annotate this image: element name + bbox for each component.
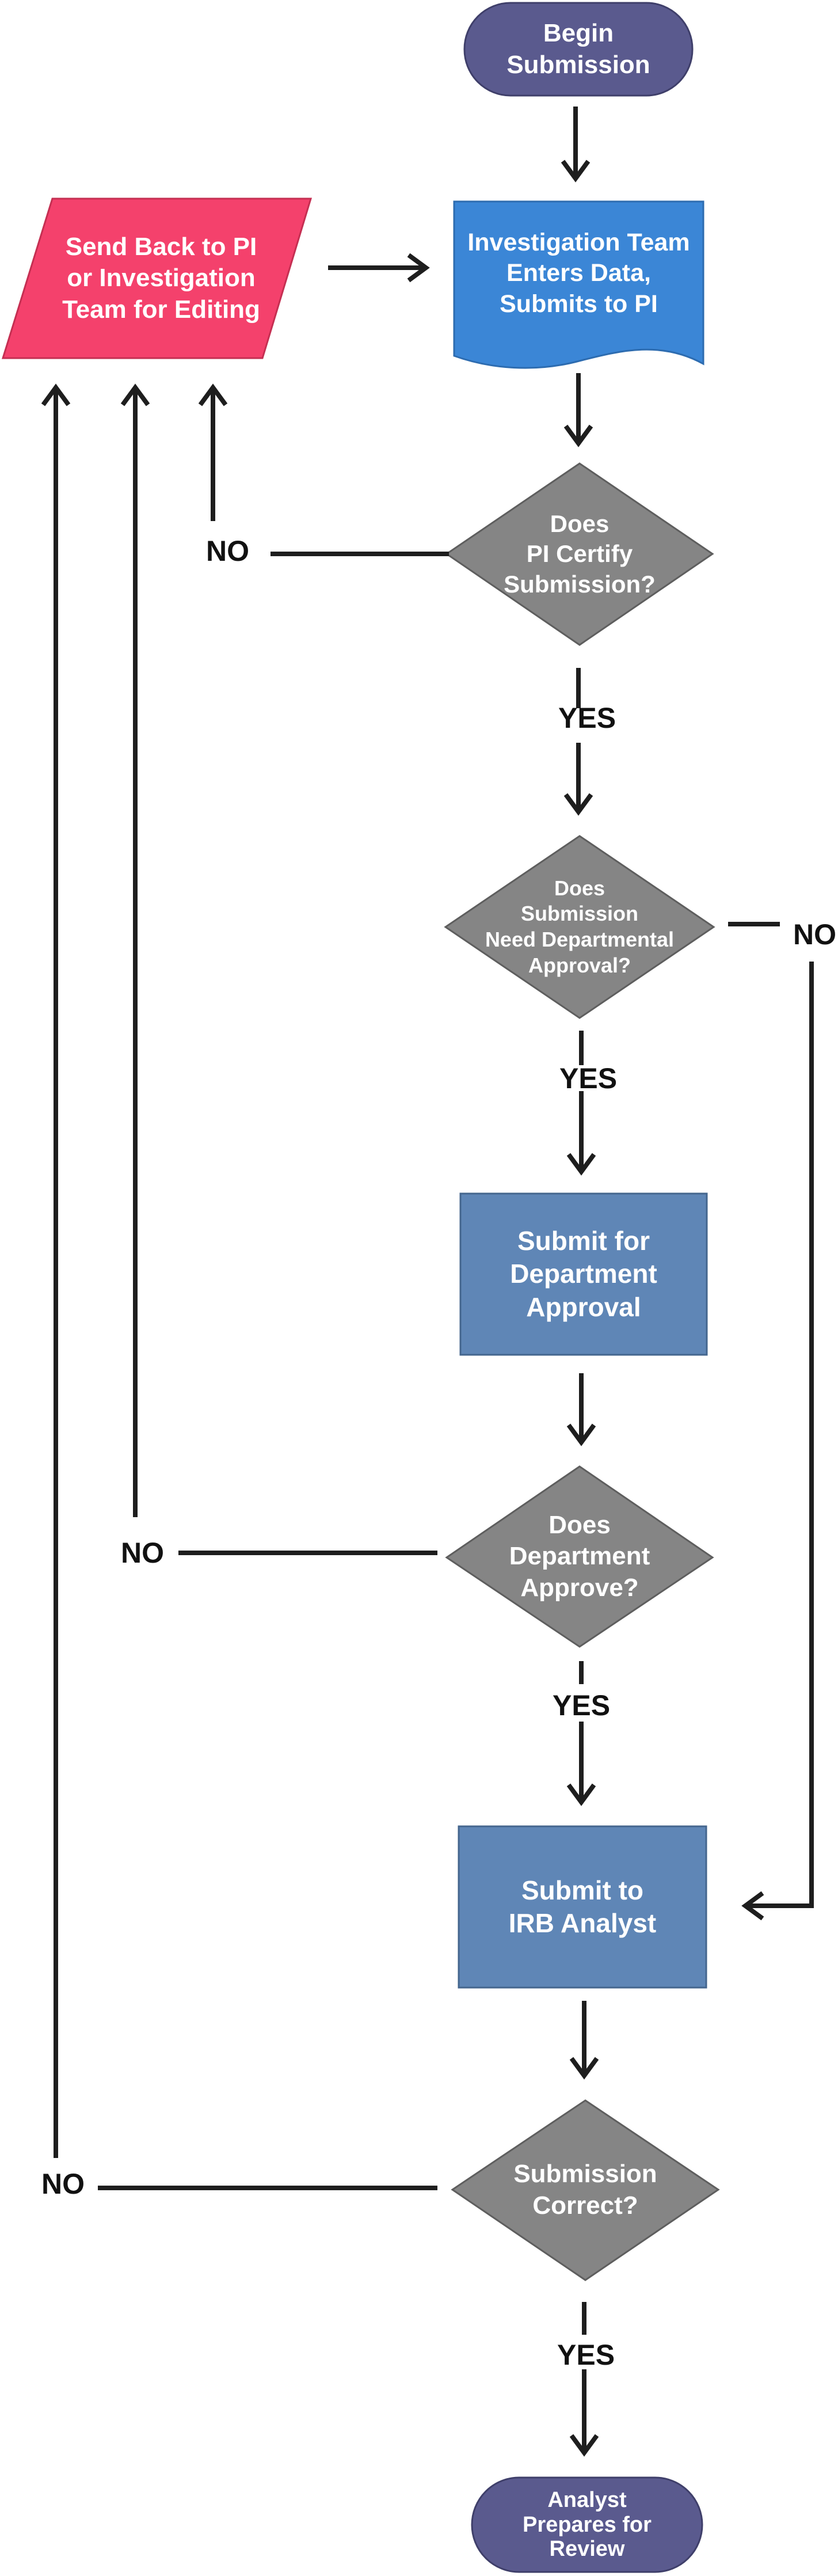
connector-lines	[54, 107, 814, 2450]
dept-approve-label: Does Department Approve?	[509, 1510, 650, 1602]
submit-irb-process	[458, 1825, 707, 1989]
pi-certify-decision	[445, 462, 714, 646]
dept-yes-label: YES	[553, 1689, 611, 1722]
submit-irb-label: Submit to IRB Analyst	[508, 1875, 657, 1938]
arrowheads	[41, 159, 764, 2457]
enter-data-label: Investigation Team Enters Data, Submits …	[467, 229, 690, 318]
correct-no-label: NO	[41, 2168, 85, 2200]
need-dept-label: Does Submission Need Departmental Approv…	[485, 876, 675, 977]
correct-yes-label: YES	[557, 2339, 615, 2371]
need-dept-decision	[444, 835, 715, 1019]
pi-no-label: NO	[206, 535, 249, 567]
pi-yes-label: YES	[558, 702, 616, 734]
enter-data-document-shape	[453, 200, 704, 369]
dept-approve-decision	[445, 1465, 714, 1648]
correct-label: Submission Correct?	[513, 2160, 657, 2220]
send-back-label: Send Back to PI or Investigation Team fo…	[62, 232, 260, 324]
send-back-parallelogram	[1, 197, 313, 359]
need-yes-label: YES	[559, 1062, 618, 1095]
analyst-terminator	[471, 2476, 703, 2573]
submit-dept-process	[459, 1192, 708, 1356]
dept-no-label: NO	[121, 1537, 164, 1569]
pi-certify-label: Does PI Certify Submission?	[504, 510, 656, 598]
submit-dept-label: Submit for Department Approval	[510, 1226, 657, 1322]
begin-label: Begin Submission	[506, 18, 650, 79]
analyst-label: Analyst Prepares for Review	[523, 2488, 652, 2562]
begin-terminator	[463, 2, 694, 97]
need-no-label: NO	[793, 918, 836, 951]
correct-decision	[451, 2099, 720, 2281]
